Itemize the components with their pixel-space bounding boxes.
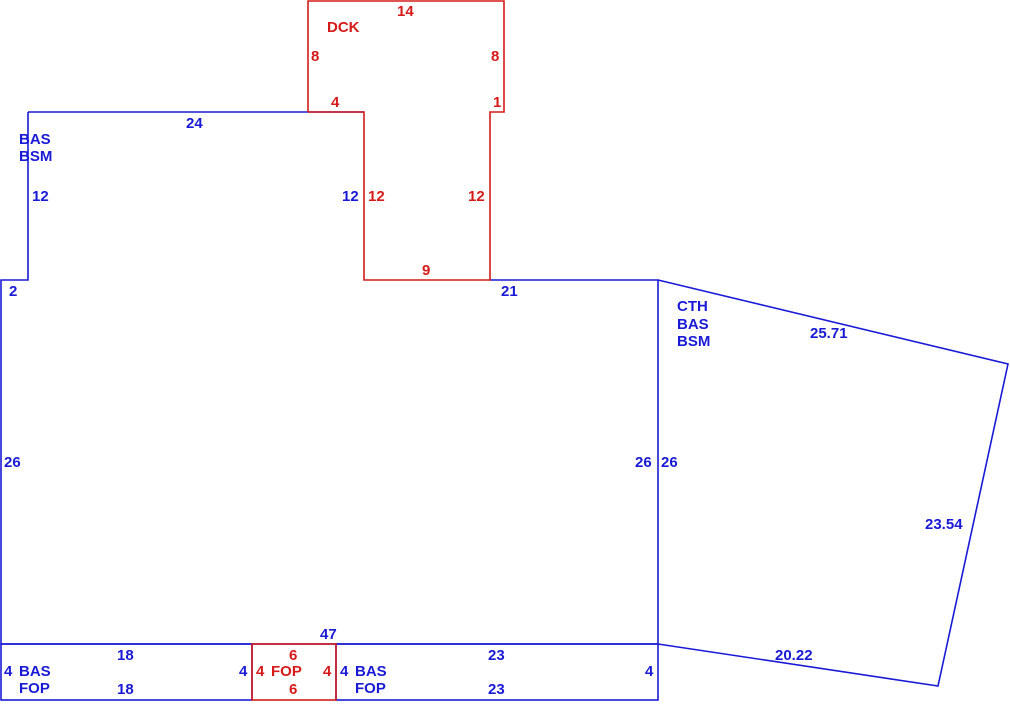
dim-right-porch-right: 4 (645, 663, 654, 680)
dim-right-porch-bottom: 23 (488, 681, 505, 698)
dim-left-porch-right: 4 (239, 663, 248, 680)
dim-deck-step-right: 1 (493, 94, 501, 111)
dim-deck-right: 8 (491, 48, 499, 65)
wing-area-code-2: BAS (677, 316, 709, 333)
dim-left-porch-bottom: 18 (117, 681, 134, 698)
dim-front-porch-left: 4 (256, 663, 265, 680)
dim-wing-left: 26 (661, 454, 678, 471)
wing-area-code-3: BSM (677, 333, 710, 350)
main-area-code-2: BSM (19, 148, 52, 165)
front-porch-area-code: FOP (271, 663, 302, 680)
dim-wing-bottom: 20.22 (775, 647, 813, 664)
dim-deck-top: 14 (397, 3, 414, 20)
wing-area-code-1: CTH (677, 298, 708, 315)
dim-wing-top: 25.71 (810, 325, 848, 342)
main-house-outline (0, 111, 659, 645)
dim-deck-inner-left: 12 (368, 188, 385, 205)
right-porch-area-code-1: BAS (355, 663, 387, 680)
dim-main-right-top: 21 (501, 283, 518, 300)
left-porch-area-code-1: BAS (19, 663, 51, 680)
deck-area-code: DCK (327, 19, 360, 36)
dim-main-bottom: 47 (320, 626, 337, 643)
deck-outline (307, 0, 505, 281)
dim-wing-right: 23.54 (925, 516, 963, 533)
dim-main-left-step: 2 (9, 283, 17, 300)
front-porch-outline (251, 643, 337, 701)
dim-deck-bottom: 9 (422, 262, 430, 279)
left-porch-area-code-2: FOP (19, 680, 50, 697)
dim-right-porch-top: 23 (488, 647, 505, 664)
dim-main-top: 24 (186, 115, 203, 132)
main-area-code-1: BAS (19, 131, 51, 148)
dim-right-porch-left: 4 (340, 663, 349, 680)
dim-main-right-inner: 26 (635, 454, 652, 471)
dim-deck-left: 8 (311, 48, 319, 65)
dim-deck-step-left: 4 (331, 94, 340, 111)
wing-outline (657, 279, 1009, 687)
dim-left-porch-left: 4 (4, 663, 13, 680)
dim-main-right-upper: 12 (342, 188, 359, 205)
dim-front-porch-right: 4 (323, 663, 332, 680)
dim-main-left: 26 (4, 454, 21, 471)
dim-front-porch-bottom: 6 (289, 681, 297, 698)
dim-deck-inner-right: 12 (468, 188, 485, 205)
dim-left-porch-top: 18 (117, 647, 134, 664)
dim-front-porch-top: 6 (289, 647, 297, 664)
dim-main-left-upper: 12 (32, 188, 49, 205)
right-porch-area-code-2: FOP (355, 680, 386, 697)
